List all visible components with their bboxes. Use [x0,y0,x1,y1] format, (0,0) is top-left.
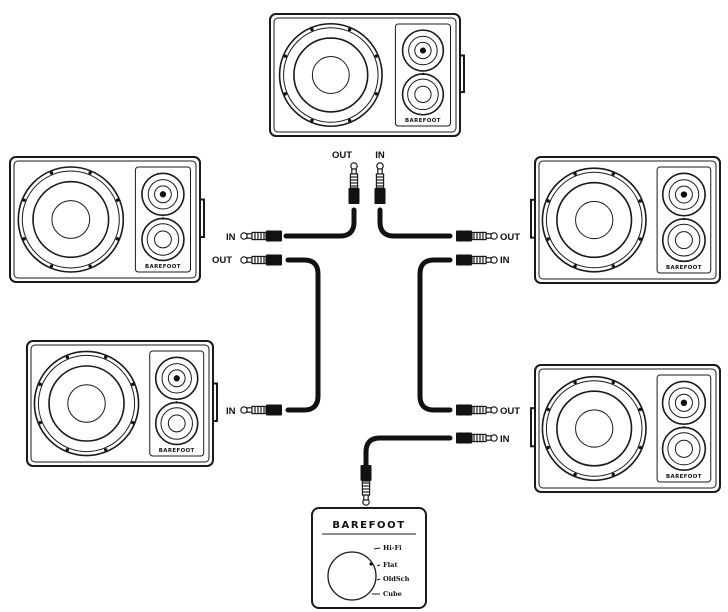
speaker-baffle [30,344,210,463]
speaker-cabinet [534,364,721,493]
jack-icon [490,232,498,240]
mode-label-hifi: Hi-Fi [383,544,402,552]
jack-icon [490,406,498,414]
driver-panel [394,23,451,127]
cable-top-in-to-right-upper-out [377,207,453,239]
plug-left-upper-out [240,254,282,266]
speaker-brand: BAREFOOT [666,474,702,480]
woofer-icon [278,22,383,128]
driver-panel [656,166,712,274]
jack-icon [240,406,248,414]
knob-indicator [369,562,373,566]
woofer-icon [541,375,647,482]
plug-right-upper-in [456,254,498,266]
tweeter-icon [401,29,445,72]
top-out-label: OUT [332,150,352,161]
midrange-icon [661,426,707,472]
woofer-icon [33,350,140,457]
plug-right-lower-out [456,404,498,416]
left-upper-in-label: IN [226,232,236,243]
speaker-brand: BAREFOOT [145,264,181,270]
top-in-label: IN [375,150,385,161]
tweeter-icon [661,172,706,217]
jack-icon [240,232,248,240]
tweeter-icon [141,172,185,217]
plug-left-lower-in [240,404,282,416]
speaker-baffle [273,17,457,133]
jack-icon [240,256,248,264]
cable-left-upper-out-to-left-lower-in [285,257,321,413]
controller-box: BAREFOOT Hi-Fi Flat OldSch Cube [311,507,427,609]
cable-right-lower-in-to-controller [363,435,453,477]
plug-top-in [374,162,386,204]
plug-left-upper-in [240,230,282,242]
mode-label-oldsch: OldSch [383,575,410,583]
speaker-left-upper: BAREFOOT [9,156,205,283]
mode-selector-knob[interactable] [327,551,377,601]
speaker-brand: BAREFOOT [666,265,702,271]
jack-icon [490,434,498,442]
cable-top-out-to-left-upper-in [283,207,357,239]
jack-icon [490,256,498,264]
plug-controller-in [360,465,372,506]
cables-layer [283,207,453,477]
mode-ticks [372,547,381,595]
speaker-top: BAREFOOT [269,13,465,137]
plug-right-upper-out [456,230,498,242]
controller-brand: BAREFOOT [332,520,405,531]
plug-right-lower-in [456,432,498,444]
driver-panel [134,166,191,273]
right-upper-in-label: IN [500,255,510,266]
speaker-right-lower: BAREFOOT [530,364,721,493]
woofer-icon [17,166,125,273]
mode-label-cube: Cube [383,590,402,598]
tweeter-icon [154,356,199,401]
speaker-left-lower: BAREFOOT [26,340,218,467]
tweeter-icon [661,380,707,426]
speaker-cabinet [534,156,721,284]
plug-top-out [348,162,360,204]
left-lower-in-label: IN [226,406,236,417]
speakers-layer: BAREFOOT BAREFOOT BAREFOOT BAREFOOT BAREFOOT [9,13,721,493]
speaker-baffle [538,368,717,489]
midrange-icon [154,401,199,446]
plugs-layer [240,162,498,506]
woofer-icon [541,167,647,273]
speaker-brand: BAREFOOT [405,118,441,124]
jack-icon [376,162,384,170]
midrange-icon [401,73,445,116]
jack-icon [350,162,358,170]
cable-right-upper-in-to-right-lower-out [417,257,453,413]
midrange-icon [141,217,185,262]
driver-panel [656,374,712,483]
speaker-baffle [13,160,197,279]
mode-label-flat: Flat [383,561,398,569]
speaker-right-upper: BAREFOOT [530,156,721,284]
right-lower-in-label: IN [500,434,510,445]
port-labels: OUT IN IN OUT IN OUT IN OUT IN [212,150,520,445]
left-upper-out-label: OUT [212,255,232,266]
speaker-brand: BAREFOOT [159,448,195,454]
speaker-cabinet [26,340,214,467]
midrange-icon [661,218,706,263]
right-lower-out-label: OUT [500,406,520,417]
speaker-baffle [538,160,717,280]
driver-panel [149,350,205,457]
right-upper-out-label: OUT [500,232,520,243]
